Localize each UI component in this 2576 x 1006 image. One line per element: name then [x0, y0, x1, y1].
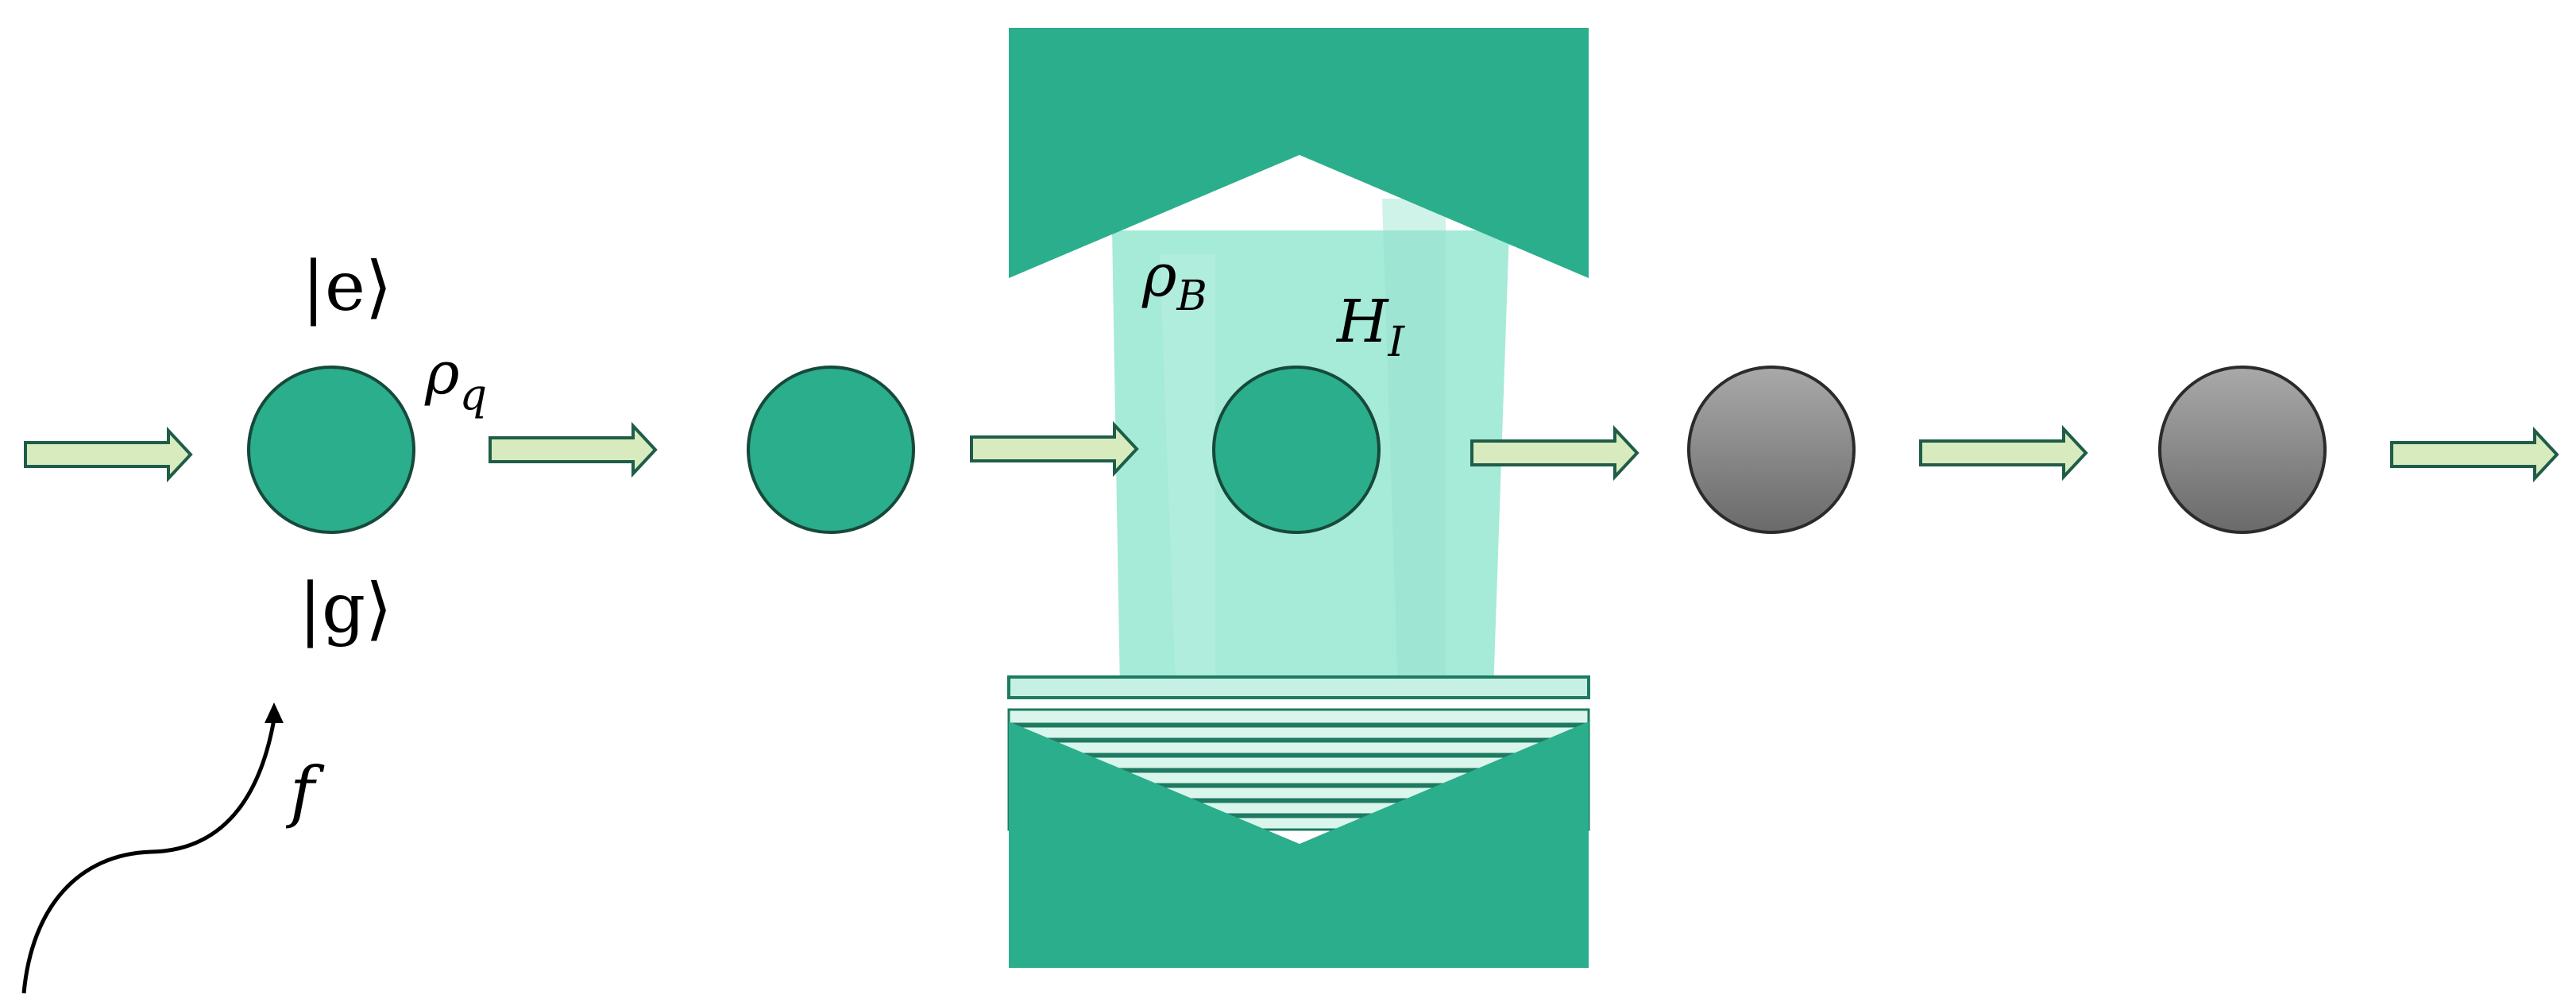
drive-label: f [285, 753, 325, 830]
curved-arrow-icon [21, 702, 284, 994]
flow-arrow-3 [970, 420, 1139, 478]
flow-arrows [24, 420, 2559, 483]
qubit-density-label: ρq [424, 339, 487, 420]
ground-state-label: |g⟩ [299, 569, 392, 648]
qubit-5 [2158, 366, 2327, 534]
flow-arrow-1 [24, 426, 193, 483]
qubit-2 [747, 366, 915, 534]
qubit-1 [247, 366, 415, 534]
flow-arrow-2 [489, 421, 658, 478]
qubit-3 [1212, 366, 1381, 534]
top-mirror [1009, 28, 1589, 278]
qubit-4 [1687, 366, 1856, 534]
excited-state-label: |e⟩ [302, 247, 392, 327]
flow-arrow-5 [1919, 424, 2088, 482]
flow-arrow-6 [2390, 426, 2559, 483]
interaction-hamiltonian-label: HI [1335, 288, 1406, 366]
bottom-mirror [1007, 675, 1590, 968]
flow-arrow-4 [1470, 424, 1639, 482]
bath-density-label: ρB [1141, 242, 1207, 320]
